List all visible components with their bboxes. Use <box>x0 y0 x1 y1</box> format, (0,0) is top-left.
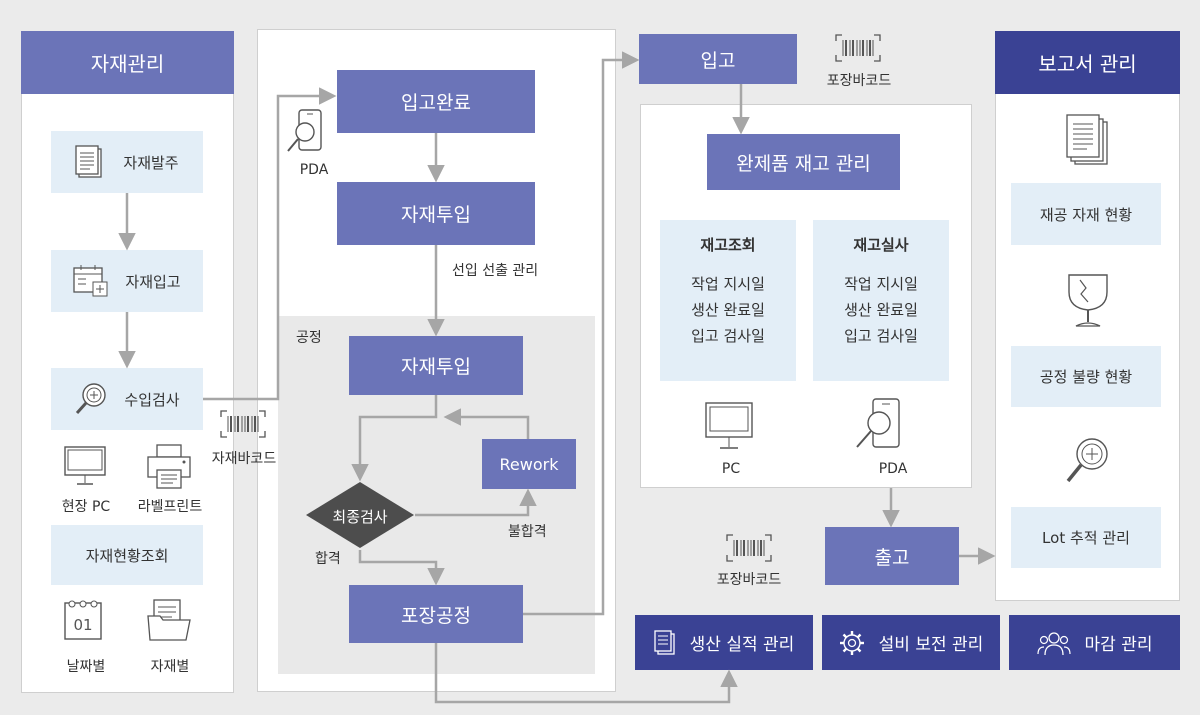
production-performance-label: 생산 실적 관리 <box>689 635 795 655</box>
equipment-maintenance-label: 설비 보전 관리 <box>878 635 984 655</box>
inventory-query-title: 재고조회 <box>700 236 756 254</box>
by-date-label: 날짜별 <box>66 659 106 675</box>
material-status-inquiry-box[interactable]: 자재현황조회 <box>51 525 203 585</box>
barcode-icon <box>725 533 773 567</box>
material-input-process-box[interactable]: 자재투입 <box>349 336 523 395</box>
folder-icon <box>146 598 192 646</box>
barcode-icon <box>834 33 882 67</box>
pda-label: PDA <box>878 461 908 477</box>
receiving-inspection-date: 입고 검사일 <box>691 327 765 345</box>
equipment-maintenance-button[interactable]: 설비 보전 관리 <box>822 615 1000 670</box>
pack-barcode-top-label: 포장바코드 <box>826 73 892 89</box>
final-inspection-diamond[interactable] <box>304 480 416 550</box>
production-performance-button[interactable]: 생산 실적 관리 <box>635 615 813 670</box>
pda-search-icon <box>285 108 331 160</box>
pc-label: PC <box>721 461 741 477</box>
receiving-inspection-date: 입고 검사일 <box>844 327 918 345</box>
production-complete-date: 생산 완료일 <box>844 301 918 319</box>
process-section-label: 공정 <box>296 330 322 346</box>
users-icon <box>1036 630 1071 656</box>
document-icon <box>654 629 676 656</box>
material-input-box[interactable]: 자재투입 <box>337 182 535 245</box>
pass-label: 합격 <box>315 551 341 567</box>
monitor-icon <box>705 401 755 457</box>
inventory-audit-title: 재고실사 <box>853 236 909 254</box>
documents-icon <box>1066 114 1110 170</box>
magnifier-icon <box>1064 436 1110 490</box>
material-receive-box[interactable]: 자재입고 <box>51 250 203 312</box>
calendar-add-icon <box>73 264 109 298</box>
report-header: 보고서 관리 <box>995 31 1180 94</box>
finished-inventory-box[interactable]: 완제품 재고 관리 <box>707 134 900 190</box>
receiving-box[interactable]: 입고 <box>639 34 797 84</box>
receiving-complete-box[interactable]: 입고완료 <box>337 70 535 133</box>
label-printer-label: 라벨프린트 <box>137 499 203 515</box>
process-defect-status-box[interactable]: 공정 불량 현황 <box>1011 346 1161 407</box>
calendar-icon: 01 <box>63 598 105 646</box>
fifo-label: 선입 선출 관리 <box>452 263 539 279</box>
shipping-box[interactable]: 출고 <box>825 527 959 585</box>
broken-glass-icon <box>1066 272 1110 334</box>
pack-barcode-bottom-label: 포장바코드 <box>716 572 782 588</box>
material-header: 자재관리 <box>21 31 234 94</box>
rework-box[interactable]: Rework <box>482 439 576 489</box>
incoming-inspection-box[interactable]: 수입검사 <box>51 368 203 430</box>
final-inspection-label: 최종검사 <box>332 508 388 526</box>
material-receive-label: 자재입고 <box>125 272 181 291</box>
site-pc-label: 현장 PC <box>61 499 111 515</box>
barcode-icon <box>219 409 267 443</box>
wip-material-status-box[interactable]: 재공 자재 현황 <box>1011 183 1161 245</box>
packing-process-box[interactable]: 포장공정 <box>349 585 523 643</box>
incoming-inspection-label: 수입검사 <box>124 390 180 409</box>
inventory-audit-box[interactable]: 재고실사 작업 지시일 생산 완료일 입고 검사일 <box>813 220 949 381</box>
magnifier-icon <box>74 382 108 416</box>
material-barcode-label: 자재바코드 <box>211 451 277 467</box>
material-order-box[interactable]: 자재발주 <box>51 131 203 193</box>
gear-icon <box>839 630 865 656</box>
svg-text:01: 01 <box>73 616 92 634</box>
by-material-label: 자재별 <box>150 659 190 675</box>
material-order-label: 자재발주 <box>123 153 179 172</box>
pda-search-icon <box>853 397 909 457</box>
document-icon <box>75 145 105 179</box>
closing-management-button[interactable]: 마감 관리 <box>1009 615 1180 670</box>
production-complete-date: 생산 완료일 <box>691 301 765 319</box>
printer-icon <box>146 444 192 494</box>
work-order-date: 작업 지시일 <box>691 275 765 293</box>
monitor-icon <box>64 445 108 493</box>
lot-tracking-box[interactable]: Lot 추적 관리 <box>1011 507 1161 568</box>
closing-management-label: 마감 관리 <box>1084 635 1153 655</box>
pda-label: PDA <box>299 162 329 178</box>
inventory-query-box[interactable]: 재고조회 작업 지시일 생산 완료일 입고 검사일 <box>660 220 796 381</box>
fail-label: 불합격 <box>508 524 547 540</box>
work-order-date: 작업 지시일 <box>844 275 918 293</box>
